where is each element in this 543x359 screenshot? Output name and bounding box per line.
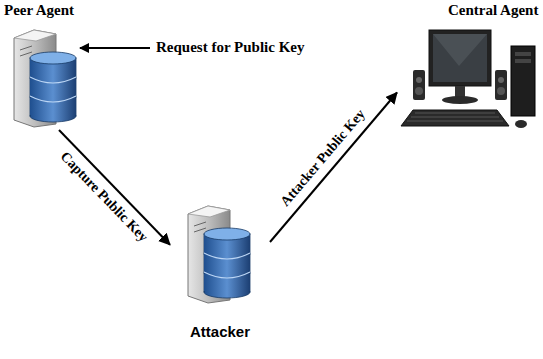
agent-node: Central Agent (397, 2, 540, 148)
node-label: Peer Agent (4, 2, 74, 19)
node-label: Central Agent (448, 2, 538, 19)
node-label: Attacker (190, 323, 250, 340)
connector-arrow (270, 93, 397, 242)
server-icon (10, 28, 80, 128)
request-label: Request for Public Key (156, 39, 304, 56)
connector-arrow (59, 130, 170, 245)
agent-node: Peer Agent (4, 2, 104, 130)
agent-node: Attacker (170, 200, 270, 340)
edge-label: Attacker Public Key (275, 104, 370, 212)
request-arrow (80, 47, 150, 49)
edge-label: Capture Public Key (55, 147, 153, 248)
computer-icon (399, 26, 539, 146)
server-icon (184, 204, 254, 304)
